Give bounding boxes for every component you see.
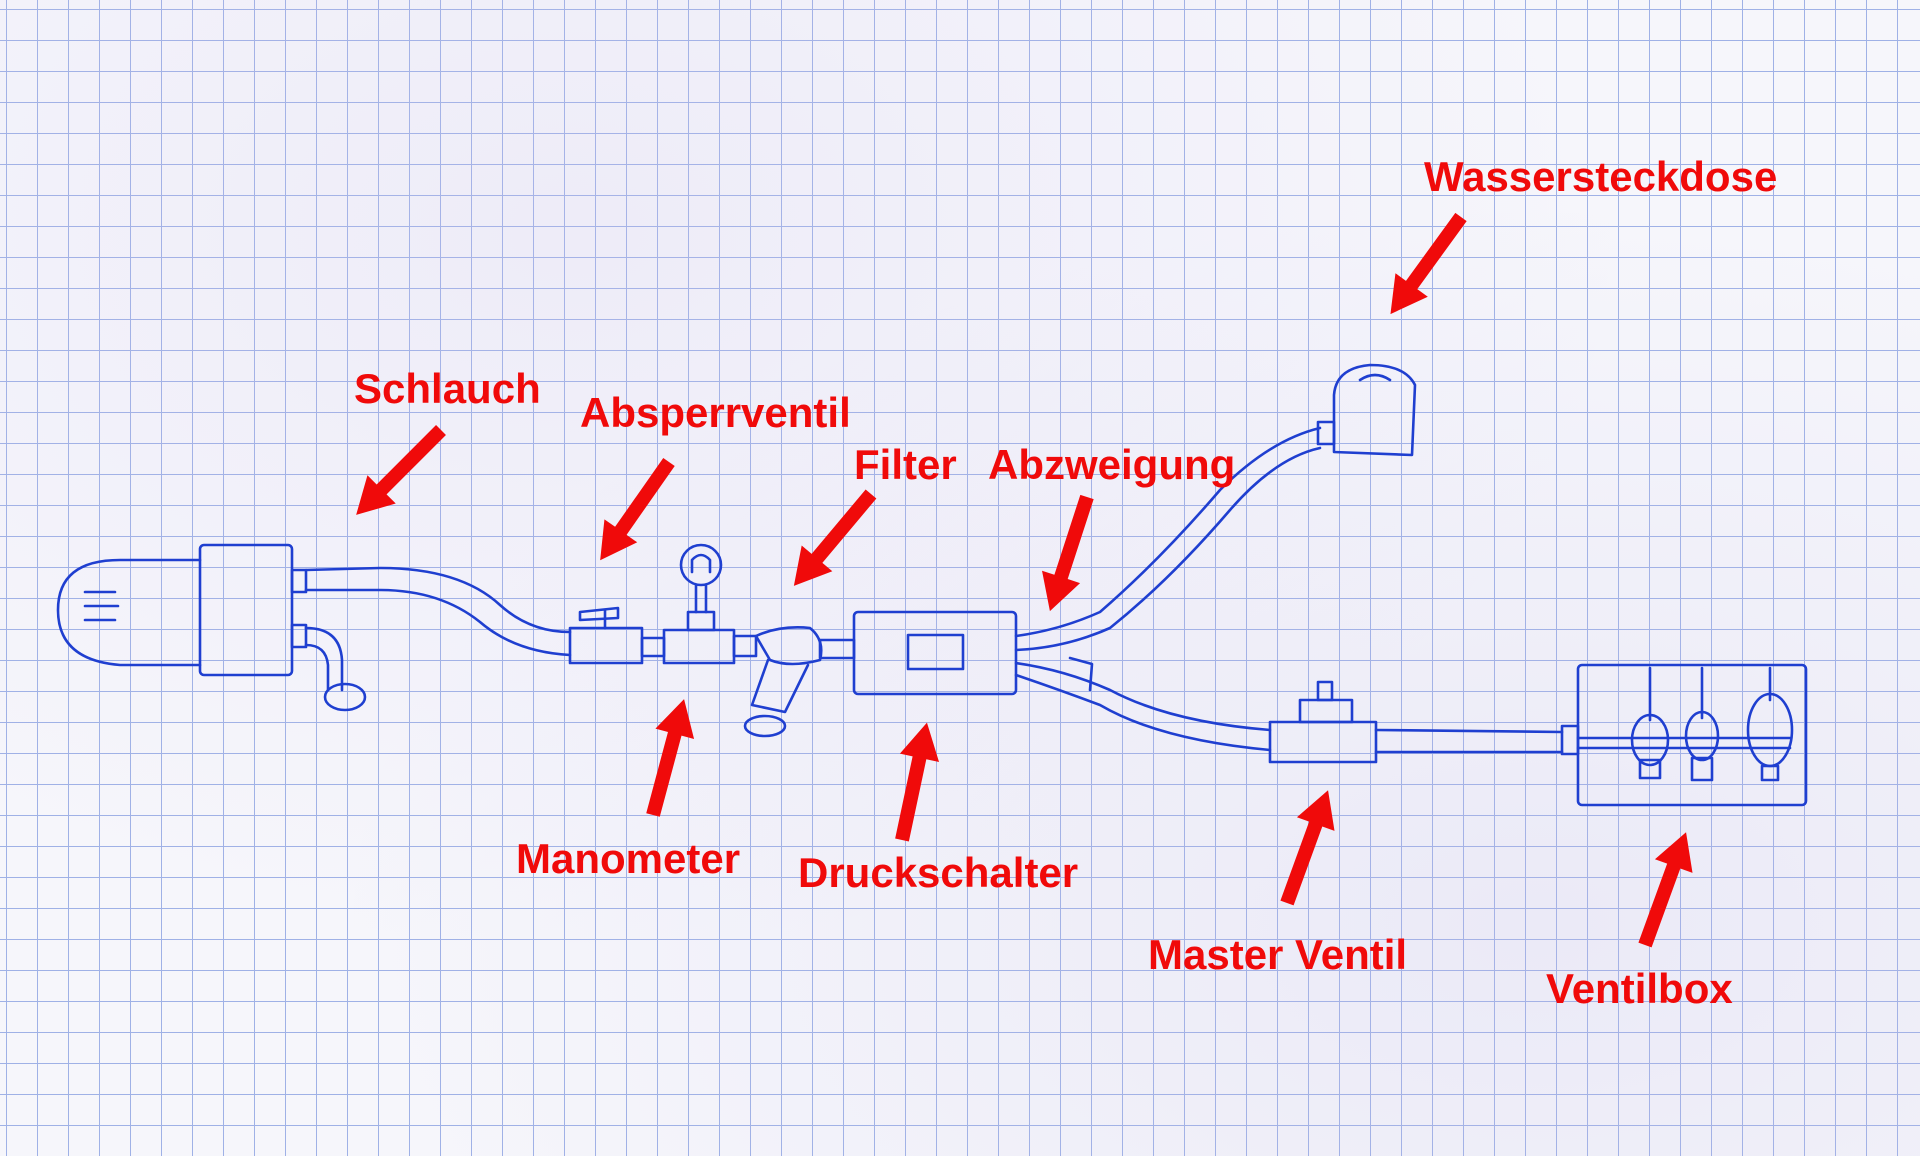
pipe-to-valvebox <box>1374 724 1580 756</box>
label-druckschalter: Druckschalter <box>798 849 1079 896</box>
branch-pipes <box>1014 426 1322 752</box>
label-schlauch: Schlauch <box>354 365 541 412</box>
master-valve <box>1268 680 1378 764</box>
label-absperrventil: Absperrventil <box>580 389 851 436</box>
arrow-schlauch <box>356 425 446 515</box>
shutoff-valve <box>568 606 666 665</box>
arrow-wassersteckdose <box>1390 212 1467 315</box>
arrow-absperrventil <box>600 457 675 561</box>
arrow-filter <box>793 489 877 586</box>
label-filter: Filter <box>854 441 957 488</box>
valve-box <box>1576 663 1808 807</box>
label-master-ventil: Master Ventil <box>1148 931 1408 978</box>
arrow-master-ventil <box>1280 790 1335 906</box>
arrow-manometer <box>646 699 695 817</box>
filter <box>743 626 856 738</box>
arrow-druckschalter <box>895 722 940 842</box>
manometer-gauge <box>662 543 758 665</box>
label-abzweigung: Abzweigung <box>988 441 1236 488</box>
arrow-ventilbox <box>1638 832 1693 948</box>
label-ventilbox: Ventilbox <box>1546 965 1733 1012</box>
label-manometer: Manometer <box>516 835 741 882</box>
label-wassersteckdose: Wassersteckdose <box>1424 153 1778 200</box>
water-socket <box>1316 363 1417 457</box>
hose <box>304 566 572 657</box>
pump <box>56 543 367 712</box>
pressure-switch <box>852 610 1018 696</box>
arrow-abzweigung <box>1042 494 1094 612</box>
